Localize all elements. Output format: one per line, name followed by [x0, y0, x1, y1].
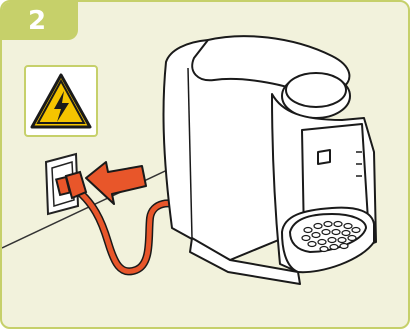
scene-drawing	[2, 2, 410, 329]
insert-arrow-icon	[86, 162, 146, 204]
